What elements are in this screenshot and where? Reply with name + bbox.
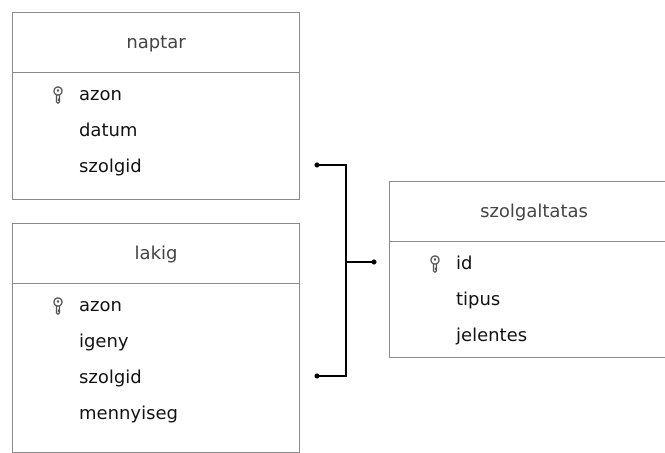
relationship-target-szolgaltatas (346, 259, 377, 265)
field-list-naptar: azon datum szolgid (13, 73, 299, 185)
table-naptar[interactable]: naptar azon datum szolgid (12, 12, 300, 200)
field-name: szolgid (79, 156, 142, 177)
field-name: szolgid (79, 367, 142, 388)
field-row-naptar-azon[interactable]: azon (13, 77, 299, 113)
field-row-lakig-azon[interactable]: azon (13, 288, 299, 324)
field-row-szolgaltatas-jelentes[interactable]: jelentes (390, 318, 665, 354)
field-list-lakig: azon igeny szolgid mennyiseg (13, 284, 299, 432)
table-title-szolgaltatas: szolgaltatas (390, 182, 665, 242)
field-list-szolgaltatas: id tipus jelentes (390, 242, 665, 354)
field-name: azon (79, 295, 122, 316)
field-row-lakig-igeny[interactable]: igeny (13, 324, 299, 360)
field-row-lakig-mennyiseg[interactable]: mennyiseg (13, 396, 299, 432)
field-row-lakig-szolgid[interactable]: szolgid (13, 360, 299, 396)
table-title-lakig: lakig (13, 224, 299, 284)
field-name: jelentes (456, 325, 528, 346)
field-row-szolgaltatas-id[interactable]: id (390, 246, 665, 282)
field-row-szolgaltatas-tipus[interactable]: tipus (390, 282, 665, 318)
field-name: id (456, 253, 473, 274)
field-name: datum (79, 120, 138, 141)
table-lakig[interactable]: lakig azon igeny szolgid mennyiseg (12, 223, 300, 453)
connector-endpoint (314, 373, 320, 379)
field-row-naptar-datum[interactable]: datum (13, 113, 299, 149)
connector-path (317, 262, 347, 377)
field-name: azon (79, 84, 122, 105)
field-name: tipus (456, 289, 501, 310)
field-row-naptar-szolgid[interactable]: szolgid (13, 149, 299, 185)
connector-path (317, 164, 347, 262)
key-icon (53, 86, 63, 104)
connector-endpoint (314, 162, 320, 168)
table-szolgaltatas[interactable]: szolgaltatas id tipus jelentes (389, 181, 665, 358)
relationship-line-naptar-szolgaltatas[interactable] (314, 162, 347, 263)
key-icon (53, 297, 63, 315)
field-name: mennyiseg (79, 403, 178, 424)
connector-endpoint (371, 259, 377, 265)
relationship-line-lakig-szolgaltatas[interactable] (314, 262, 347, 379)
table-title-naptar: naptar (13, 13, 299, 73)
field-name: igeny (79, 331, 129, 352)
key-icon (430, 255, 440, 273)
